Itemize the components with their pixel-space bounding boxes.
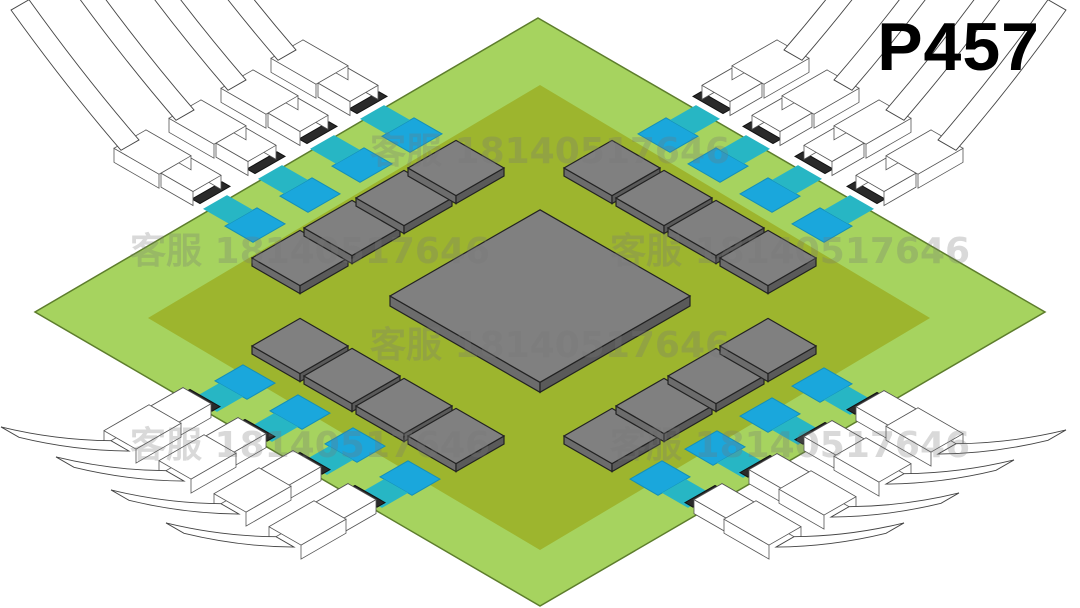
optical-pad (636, 117, 700, 153)
waveguide-pad (258, 165, 308, 194)
watermark: 客服 18140517646 (370, 131, 731, 172)
waveguide-pad (720, 135, 770, 164)
main-processor-die (388, 209, 692, 383)
waveguide-pad (824, 195, 874, 224)
memory-chiplet (666, 199, 766, 257)
optical-pad (686, 147, 750, 183)
memory-chiplet (250, 317, 350, 375)
fiber-cable (227, 0, 297, 61)
connector-housing (213, 467, 292, 513)
optical-pad (683, 430, 747, 466)
connector-housing (158, 434, 237, 480)
memory-chiplet (406, 407, 506, 465)
waveguide-pad (310, 135, 360, 164)
fiber-cable (79, 0, 195, 121)
optical-pad (380, 117, 444, 153)
waveguide-pad (360, 105, 410, 134)
fiber-cable (829, 492, 960, 518)
fiber-connectors-group (0, 0, 1067, 560)
fiber-cable (783, 0, 853, 61)
connector-housing (103, 404, 182, 450)
memory-chiplet (718, 229, 818, 287)
watermark: 客服 18140517646 (610, 231, 971, 272)
optical-pad (790, 207, 854, 243)
fiber-cable (110, 489, 241, 515)
optical-pad (223, 207, 287, 243)
figure-label: P457 (877, 9, 1040, 85)
optical-pad (378, 460, 442, 496)
fiber-cable (885, 0, 1001, 121)
optical-pad (268, 394, 332, 430)
waveguide-pad (772, 165, 822, 194)
memory-chiplet (406, 139, 506, 197)
optical-pad (323, 427, 387, 463)
optical-pad (790, 367, 854, 403)
memory-chiplet (718, 317, 818, 375)
watermark: 客服 18140517646 (130, 231, 491, 272)
fiber-cable (937, 0, 1067, 151)
optical-pad (278, 177, 342, 213)
fiber-cable (833, 0, 926, 91)
connector-housing (885, 407, 964, 453)
fiber-cable (55, 456, 186, 482)
memory-chiplet (614, 169, 714, 227)
optical-pad (628, 460, 692, 496)
fiber-cable (774, 522, 905, 548)
fiber-cable (10, 0, 140, 151)
watermark: 客服 18140517646 (130, 425, 491, 466)
connector-housing (833, 437, 912, 483)
connector-housing (723, 500, 802, 546)
fiber-cable (165, 522, 296, 548)
fiber-cable (936, 429, 1067, 455)
connector-housing (268, 500, 347, 546)
optical-pads-group (193, 105, 874, 508)
fiber-cable (0, 426, 131, 452)
memory-chiplet (354, 377, 454, 435)
memory-chiplet (302, 347, 402, 405)
watermark: 客服 18140517646 (610, 425, 971, 466)
chiplets-group (250, 139, 818, 473)
optical-pad (738, 177, 802, 213)
optical-pad (738, 397, 802, 433)
fiber-cable (884, 459, 1015, 485)
connector-housing (778, 470, 857, 516)
waveguide-pad (203, 195, 253, 224)
waveguide-pad (670, 105, 720, 134)
watermark: 客服 18140517646 (370, 325, 731, 366)
memory-chiplet (562, 139, 662, 197)
fiber-cable (154, 0, 247, 91)
optical-pad (330, 147, 394, 183)
optical-pad (213, 364, 277, 400)
